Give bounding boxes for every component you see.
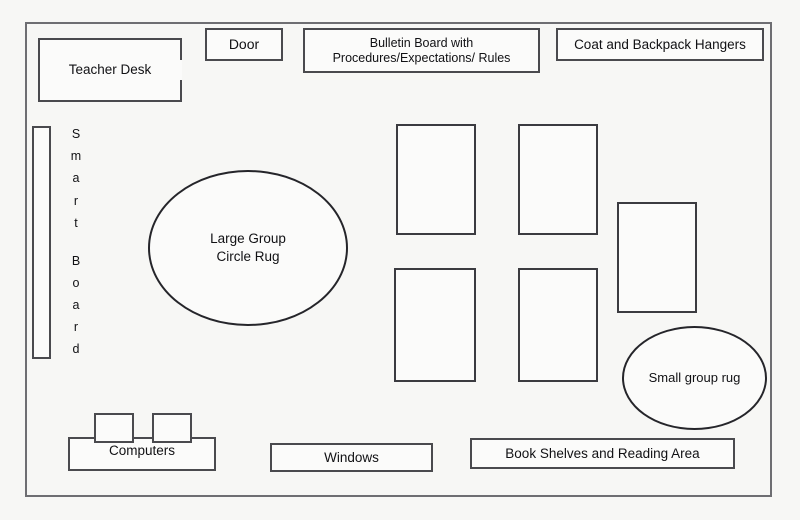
smart-board-letter: r [73,320,79,335]
student-desk-group[interactable] [617,202,697,313]
large-group-rug-label: Large Group Circle Rug [210,231,286,264]
computer-station[interactable]: Computers [68,413,216,471]
student-desk-group[interactable] [518,124,598,235]
teacher-desk[interactable]: Teacher Desk [38,38,182,102]
windows-label: Windows [324,449,379,465]
windows[interactable]: Windows [270,443,433,472]
coat-and-backpack-hangers[interactable]: Coat and Backpack Hangers [556,28,764,61]
smart-board-letter: B [71,253,81,268]
coat-hangers-label: Coat and Backpack Hangers [574,36,746,52]
student-desk-group[interactable] [396,124,476,235]
smart-board-label: S m a r t B o a r d [63,128,89,356]
smart-board-letter: d [72,342,80,357]
student-desk-group[interactable] [394,268,476,382]
teacher-desk-label: Teacher Desk [68,62,152,78]
book-shelves-label: Book Shelves and Reading Area [505,445,700,461]
smart-board-letter: o [72,275,80,290]
smart-board-letter: a [72,298,80,312]
bulletin-board-label: Bulletin Board with Procedures/Expectati… [332,35,511,65]
computer-desk-base [68,437,216,471]
book-shelves-and-reading-area[interactable]: Book Shelves and Reading Area [470,438,735,469]
small-group-rug[interactable]: Small group rug [622,326,767,430]
smart-board-letter: t [74,215,78,230]
smart-board-letter: m [70,149,82,164]
small-group-rug-label: Small group rug [648,369,741,385]
computers-label: Computers [108,443,176,458]
computer-monitor-icon [94,413,134,443]
computer-monitor-icon [152,413,192,443]
smart-board-letter: S [71,127,81,141]
smart-board-letter: a [72,171,80,186]
door-label: Door [228,36,260,53]
large-group-circle-rug[interactable]: Large Group Circle Rug [148,170,348,326]
door[interactable]: Door [205,28,283,61]
room-outer-wall [25,22,772,497]
smart-board-letter: r [73,193,79,208]
smart-board[interactable] [32,126,51,359]
bulletin-board[interactable]: Bulletin Board with Procedures/Expectati… [303,28,540,73]
student-desk-group[interactable] [518,268,598,382]
